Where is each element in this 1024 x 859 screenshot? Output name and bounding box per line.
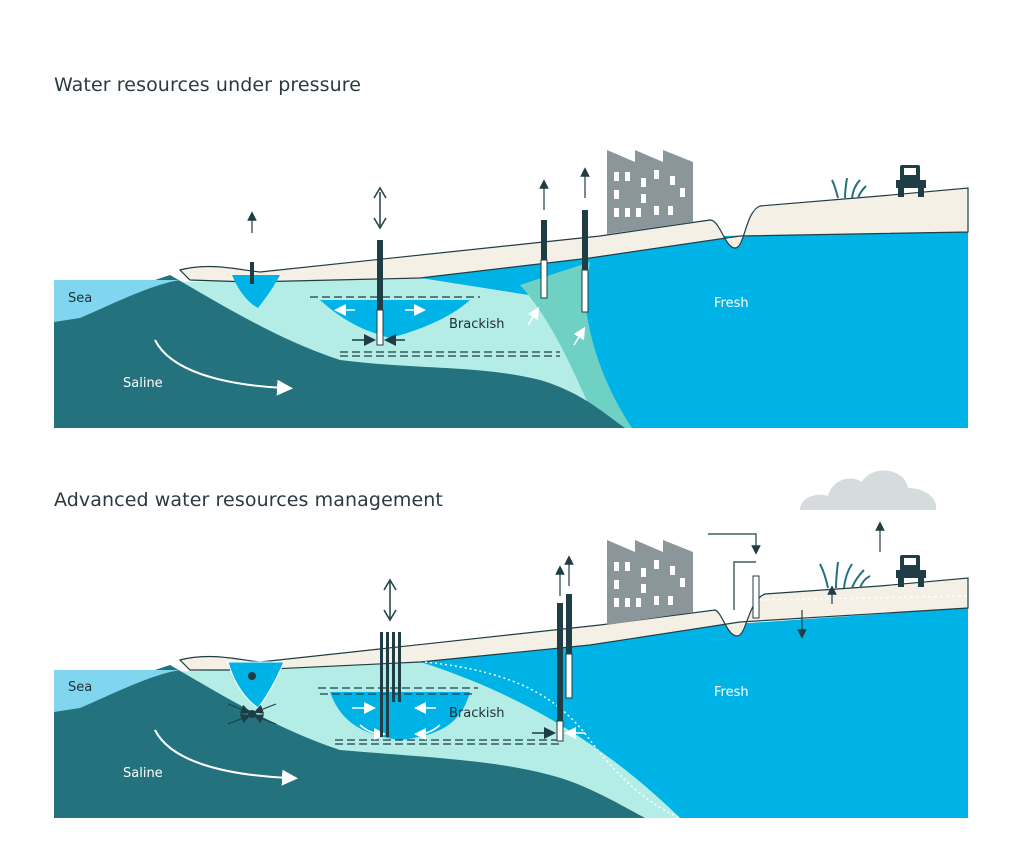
land-surface: [178, 577, 969, 671]
label-sea: Sea: [68, 680, 92, 695]
factory-icon: [607, 540, 693, 625]
label-sea: Sea: [68, 291, 92, 306]
label-brackish: Brackish: [449, 706, 505, 721]
saline-zone: [54, 275, 625, 428]
saline-zone: [54, 665, 645, 818]
label-brackish: Brackish: [449, 317, 505, 332]
panel-title-top: Water resources under pressure: [54, 74, 362, 96]
sea-zone: [54, 670, 180, 712]
saline-flow-arrow: [154, 339, 293, 396]
saline-flow-arrow: [154, 729, 298, 786]
label-saline: Saline: [123, 766, 163, 781]
factory-icon: [607, 150, 693, 234]
panel-top: Sea Saline Brackish Fresh: [54, 150, 969, 428]
tractor-icon: [896, 555, 926, 587]
tractor-icon: [896, 165, 926, 197]
label-saline: Saline: [123, 376, 163, 391]
well-icon: [380, 578, 401, 737]
well-icon: [564, 555, 574, 699]
well-icon: [580, 167, 590, 313]
well-icon: [539, 179, 549, 299]
label-fresh: Fresh: [714, 296, 749, 311]
well-icon: [555, 565, 565, 742]
cone-of-depression: [320, 300, 470, 338]
well-icon: [373, 186, 387, 346]
label-fresh: Fresh: [714, 685, 749, 700]
freshwater-lens: [232, 275, 280, 308]
transition-zone: [520, 262, 632, 428]
panel-title-bottom: Advanced water resources management: [54, 489, 443, 511]
land-surface: [178, 187, 969, 283]
plant-icon: [819, 561, 871, 589]
panel-bottom: Sea Saline Brackish Fresh: [54, 470, 969, 819]
cloud-icon: [800, 470, 937, 510]
plant-icon: [831, 177, 867, 199]
sea-zone: [54, 280, 180, 322]
well-icon: [247, 211, 257, 284]
